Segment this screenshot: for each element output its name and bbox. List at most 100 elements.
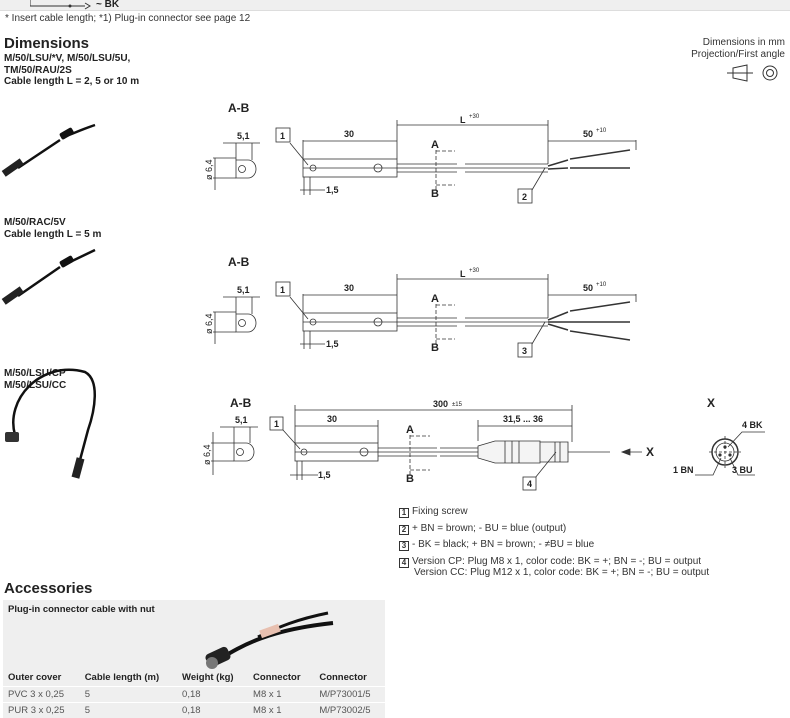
- plug-length-dim: 31,5 ... 36: [503, 414, 543, 424]
- sensor-photo-1: [1, 123, 96, 177]
- legend-text: - BK = black; + BN = brown; - ≠BU = blue: [412, 539, 595, 550]
- accessories-box: Plug-in connector cable with nut Outer c…: [3, 600, 385, 718]
- total-tolerance: ±15: [452, 402, 463, 408]
- drawing-2: A-B 5,1 ø 6,4 30 L +30 50 +10 A B 1,5 1 …: [204, 255, 637, 358]
- cell-part-number: M/P73002/5: [314, 701, 385, 718]
- accessories-table: Outer cover Cable length (m) Weight (kg)…: [3, 670, 385, 718]
- model-line: M/50/RAC/5V: [4, 217, 66, 228]
- cable-length: Cable length L = 2, 5 or 10 m: [4, 76, 140, 87]
- first-angle-projection-icon: [727, 64, 778, 82]
- drawing-3: A-B 5,1 ø 6,4 300 ±15 30 31,5 ... 36 A B…: [202, 396, 765, 491]
- slot-dim: 1,5: [318, 470, 331, 480]
- sensor-photo-2: [1, 248, 96, 305]
- cell-cable-length: 5: [79, 701, 178, 718]
- column-header: Cable length (m): [84, 672, 160, 684]
- length-dim: 30: [327, 414, 337, 424]
- dimensions-heading: Dimensions: [4, 35, 90, 52]
- model-line: M/50/LSU/*V, M/50/LSU/5U,: [4, 53, 131, 64]
- model-line: M/50/LSU/CC: [4, 379, 67, 391]
- width-dim: 5,1: [237, 131, 250, 141]
- cell-connector: M8 x 1: [248, 701, 315, 718]
- column-header: Outer cover: [8, 672, 62, 684]
- legend-number: 2: [399, 524, 409, 535]
- cable-tolerance: +30: [469, 114, 480, 120]
- cell-outer-cover: PVC 3 x 0,25: [3, 685, 80, 702]
- sensor-photo-3: [5, 368, 96, 479]
- legend-text: Version CP: Plug M8 x 1, color code: BK …: [412, 555, 702, 567]
- cable-length-dim: L: [460, 269, 466, 279]
- legend-text: Fixing screw: [412, 506, 468, 517]
- projection-text: Projection/First angle: [691, 49, 785, 60]
- pin-1-label: 1 BN: [673, 465, 694, 475]
- wire-length-dim: 50: [583, 129, 593, 139]
- cell-connector: M8 x 1: [248, 685, 315, 702]
- diameter-dim: ø 6,4: [204, 313, 214, 334]
- model-list-2: M/50/RAC/5V Cable length L = 5 m: [4, 217, 101, 240]
- section-a: A: [431, 139, 439, 151]
- marker-3: 3: [522, 346, 527, 356]
- section-b: B: [431, 188, 439, 200]
- legend-number: 3: [399, 541, 409, 551]
- model-list-3: M/50/LSU/CP M/50/LSU/CC: [4, 368, 66, 391]
- view-label: A-B: [228, 101, 250, 115]
- product-photos: [1, 123, 96, 479]
- view-x-label: X: [707, 396, 715, 410]
- legend-number: 1: [399, 508, 409, 518]
- view-label: A-B: [230, 396, 252, 410]
- pin-4-label: 4 BK: [742, 420, 763, 430]
- model-list-1: M/50/LSU/*V, M/50/LSU/5U, TM/50/RAU/2S C…: [4, 53, 139, 88]
- column-header: Connector: [253, 672, 301, 684]
- cable-length-dim: L: [460, 115, 466, 125]
- table-row: PVC 3 x 0,25 5 0,18 M8 x 1 M/P73001/5: [3, 685, 385, 702]
- model-line: TM/50/RAU/2S: [4, 64, 72, 76]
- footnote: * Insert cable length; *1) Plug-in conne…: [5, 13, 251, 24]
- width-dim: 5,1: [237, 285, 250, 295]
- wire-symbol-icon: [30, 0, 91, 10]
- connector-cable-photo: [205, 611, 334, 669]
- wire-label: ~ BK: [96, 0, 120, 10]
- legend-text: + BN = brown; - BU = blue (output): [412, 522, 567, 534]
- cell-weight: 0,18: [177, 685, 249, 702]
- length-dim: 30: [344, 283, 354, 293]
- model-line: M/50/LSU/CP: [4, 368, 66, 379]
- cable-tolerance: +30: [469, 268, 480, 274]
- view-x-arrow-label: X: [646, 445, 654, 459]
- section-a: A: [406, 424, 414, 436]
- units-text: Dimensions in mm: [702, 37, 785, 48]
- width-dim: 5,1: [235, 415, 248, 425]
- drawing-1: A-B 5,1 ø 6,4 30 L +30 50 +10 A B 1,5 1 …: [204, 101, 637, 204]
- cell-part-number: M/P73001/5: [314, 685, 385, 702]
- marker-1: 1: [280, 131, 285, 141]
- column-header: Weight (kg): [182, 672, 234, 684]
- accessories-heading: Accessories: [4, 580, 93, 597]
- view-label: A-B: [228, 255, 250, 269]
- marker-1: 1: [274, 419, 279, 429]
- diameter-dim: ø 6,4: [202, 444, 212, 465]
- wire-length-dim: 50: [583, 283, 593, 293]
- legend-text-cont: Version CC: Plug M12 x 1, color code: BK…: [414, 567, 710, 578]
- table-header: Outer cover Cable length (m) Weight (kg)…: [3, 670, 385, 686]
- cell-outer-cover: PUR 3 x 0,25: [3, 701, 80, 718]
- units-note: Dimensions in mm Projection/First angle: [660, 37, 785, 87]
- length-dim: 30: [344, 129, 354, 139]
- total-length-dim: 300: [433, 399, 448, 409]
- pin-3-label: 3 BU: [732, 465, 753, 475]
- cell-weight: 0,18: [177, 701, 249, 718]
- marker-4: 4: [527, 479, 532, 489]
- table-row: PUR 3 x 0,25 5 0,18 M8 x 1 M/P73002/5: [3, 701, 385, 718]
- legend-item-2: 2+ BN = brown; - BU = blue (output): [399, 521, 709, 538]
- diameter-dim: ø 6,4: [204, 159, 214, 180]
- wire-tolerance: +10: [596, 282, 607, 288]
- wire-tolerance: +10: [596, 128, 607, 134]
- wiring-strip: ~ BK: [0, 0, 790, 11]
- legend-number: 4: [399, 557, 409, 568]
- dimension-drawings: A-B 5,1 ø 6,4 30 L +30 50 +10 A B 1,5 1 …: [202, 101, 765, 491]
- column-header: Connector: [319, 672, 367, 684]
- connector-pinout-icon: [695, 431, 765, 476]
- section-a: A: [431, 293, 439, 305]
- accessory-title: Plug-in connector cable with nut: [8, 604, 155, 615]
- cell-cable-length: 5: [79, 685, 178, 702]
